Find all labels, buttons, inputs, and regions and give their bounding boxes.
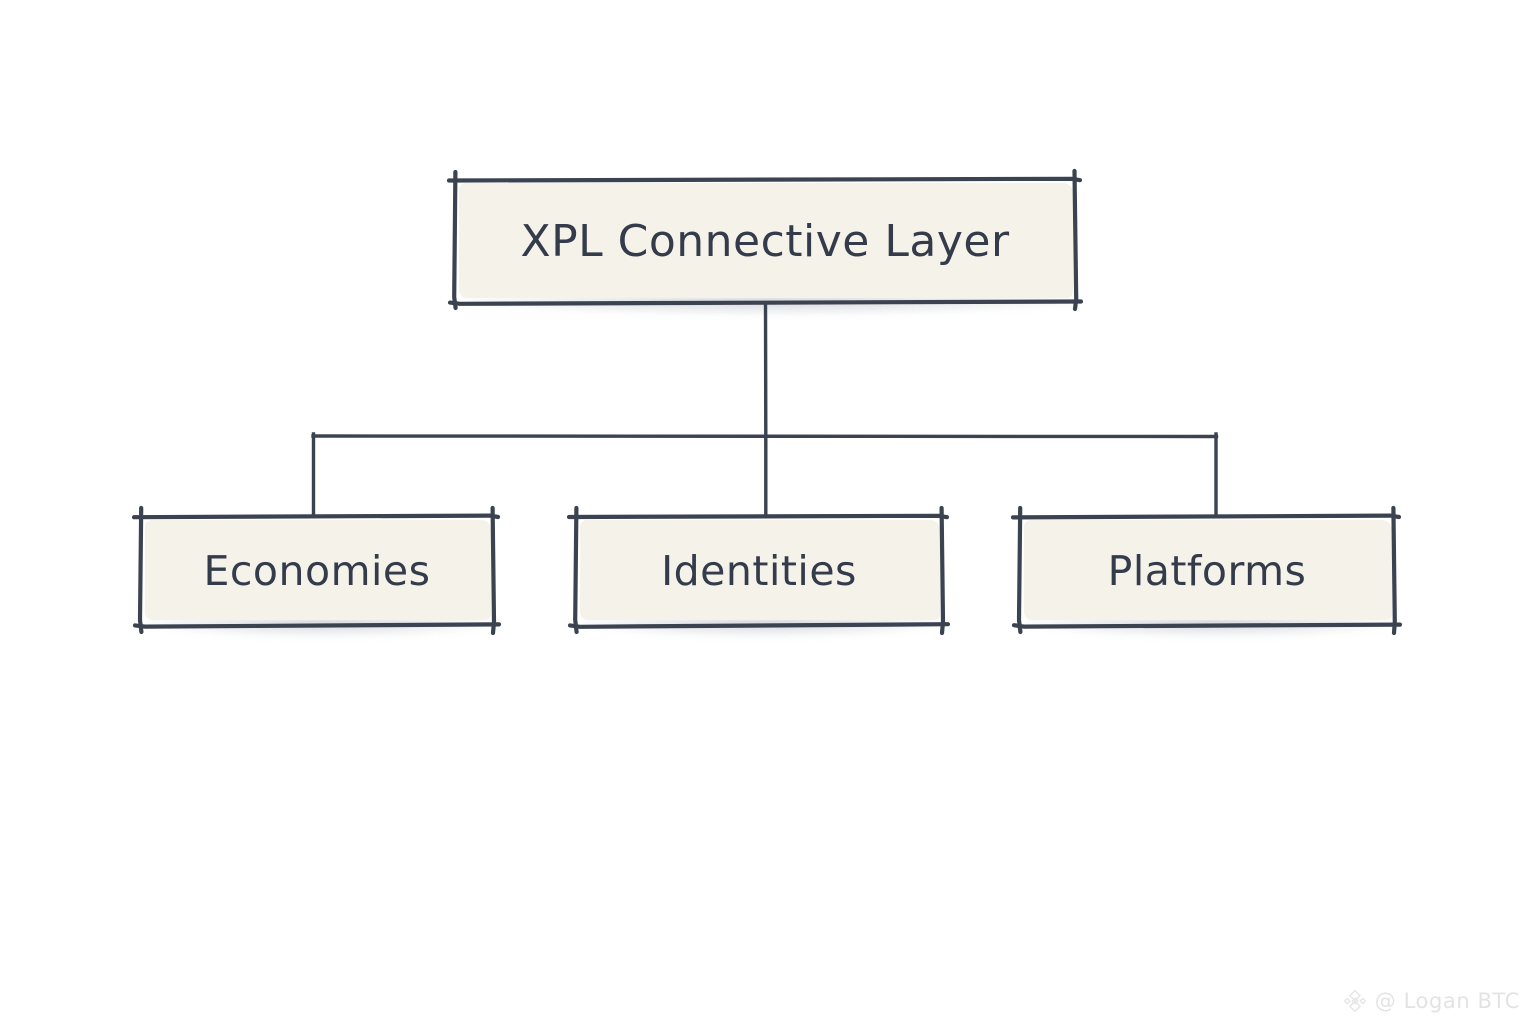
node-identities[interactable]: Identities: [566, 505, 951, 637]
watermark: @ Logan BTC: [1342, 988, 1520, 1014]
node-fill: [580, 520, 940, 620]
node-xpl-connective-layer[interactable]: XPL Connective Layer: [446, 168, 1084, 315]
node-sketch-border: [446, 168, 1084, 312]
node-fill: [1024, 520, 1392, 620]
node-sketch-border: [566, 505, 951, 636]
node-economies[interactable]: Economies: [131, 505, 502, 637]
binance-diamond-icon: [1343, 989, 1366, 1013]
watermark-handle: @ Logan BTC: [1374, 988, 1520, 1013]
node-label: Platforms: [1107, 546, 1307, 595]
node-label: XPL Connective Layer: [520, 215, 1010, 267]
node-label: Identities: [661, 546, 857, 595]
node-sketch-border: [131, 505, 502, 636]
connector-bus: [311, 434, 1219, 439]
node-fill: [145, 520, 491, 620]
node-platforms[interactable]: Platforms: [1010, 505, 1403, 637]
node-sketch-border: [1010, 505, 1403, 636]
node-label: Economies: [203, 546, 431, 595]
node-fill: [459, 183, 1073, 298]
